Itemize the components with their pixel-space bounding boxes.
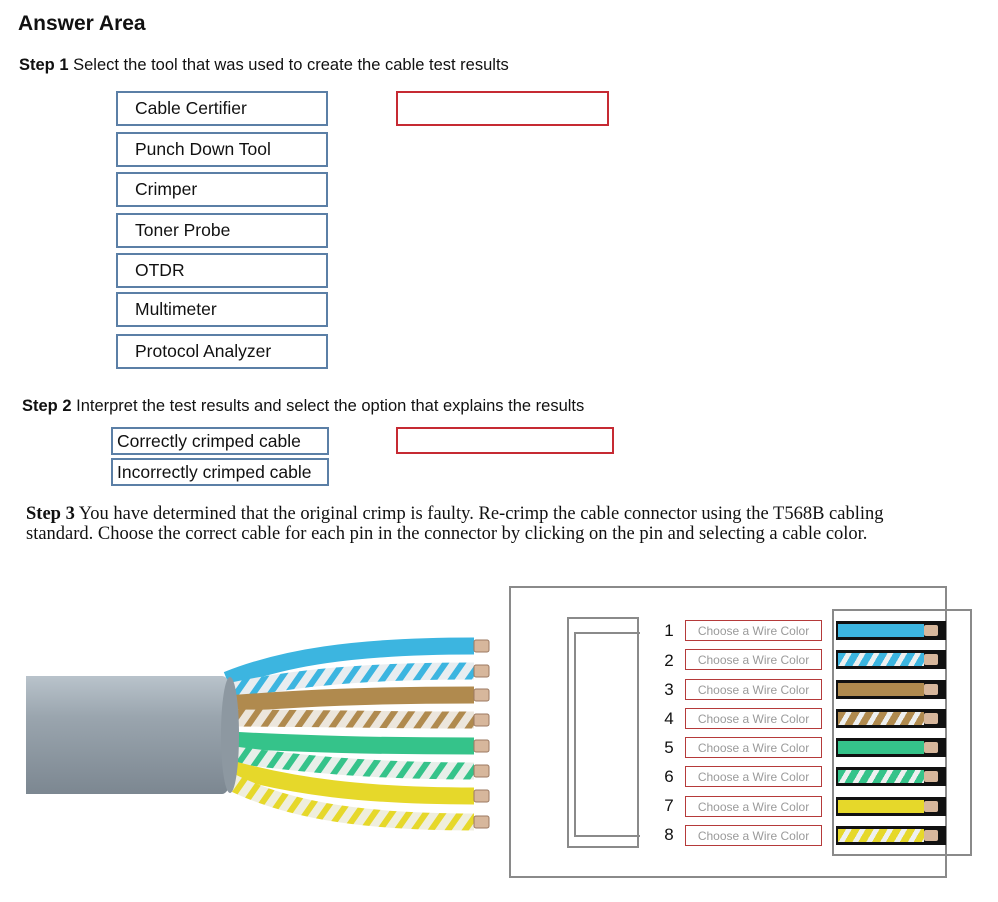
connector-clip-outer bbox=[567, 617, 639, 848]
connector-wire-8 bbox=[836, 826, 946, 845]
cable-wire-3 bbox=[226, 686, 475, 713]
option-otdr[interactable]: OTDR bbox=[116, 253, 328, 288]
pin-number-4: 4 bbox=[664, 709, 674, 728]
cable-wire-4 bbox=[226, 709, 475, 729]
option-multimeter[interactable]: Multimeter bbox=[116, 292, 328, 327]
step1-instruction: Step 1 Select the tool that was used to … bbox=[19, 56, 509, 75]
option-protocol-analyzer[interactable]: Protocol Analyzer bbox=[116, 334, 328, 369]
pin-number-6: 6 bbox=[664, 767, 674, 786]
option-incorrectly-crimped[interactable]: Incorrectly crimped cable bbox=[111, 458, 329, 486]
connector-wire-4 bbox=[836, 709, 946, 728]
step3-instruction: Step 3 You have determined that the orig… bbox=[26, 504, 916, 544]
step1-label: Step 1 bbox=[19, 56, 69, 74]
cable-jacket bbox=[26, 676, 236, 794]
option-cable-certifier[interactable]: Cable Certifier bbox=[116, 91, 328, 126]
pin-color-select-3[interactable]: Choose a Wire Color bbox=[685, 679, 822, 700]
step2-text: Interpret the test results and select th… bbox=[71, 397, 585, 415]
step3-text: You have determined that the original cr… bbox=[26, 504, 884, 544]
option-correctly-crimped[interactable]: Correctly crimped cable bbox=[111, 427, 329, 455]
pin-number-5: 5 bbox=[664, 738, 674, 757]
pin-number-7: 7 bbox=[664, 796, 674, 815]
connector-wire-6 bbox=[836, 767, 946, 786]
step2-label: Step 2 bbox=[22, 397, 72, 415]
pin-color-select-1[interactable]: Choose a Wire Color bbox=[685, 620, 822, 641]
pin-color-select-7[interactable]: Choose a Wire Color bbox=[685, 796, 822, 817]
pin-number-8: 8 bbox=[664, 825, 674, 844]
connector-wire-7 bbox=[836, 797, 946, 816]
cable-wire-2 bbox=[225, 662, 475, 701]
cable-wire-1 bbox=[223, 637, 475, 688]
pin-color-select-4[interactable]: Choose a Wire Color bbox=[685, 708, 822, 729]
pin-number-2: 2 bbox=[664, 651, 674, 670]
pin-color-select-5[interactable]: Choose a Wire Color bbox=[685, 737, 822, 758]
option-toner-probe[interactable]: Toner Probe bbox=[116, 213, 328, 248]
step2-answer-target[interactable] bbox=[396, 427, 614, 454]
connector-pin-housing bbox=[832, 609, 972, 856]
connector-clip-inner bbox=[574, 632, 640, 837]
option-punch-down-tool[interactable]: Punch Down Tool bbox=[116, 132, 328, 167]
connector-panel bbox=[509, 586, 947, 878]
pin-number-1: 1 bbox=[664, 621, 674, 640]
pin-color-select-6[interactable]: Choose a Wire Color bbox=[685, 766, 822, 787]
connector-wire-2 bbox=[836, 650, 946, 669]
cable-illustration bbox=[26, 637, 490, 831]
answer-area-title: Answer Area bbox=[18, 12, 146, 35]
pin-number-3: 3 bbox=[664, 680, 674, 699]
connector-wire-1 bbox=[836, 621, 946, 640]
cable-wire-8 bbox=[223, 772, 475, 831]
pin-color-select-2[interactable]: Choose a Wire Color bbox=[685, 649, 822, 670]
connector-wire-3 bbox=[836, 680, 946, 699]
cable-wire-7 bbox=[224, 759, 475, 805]
option-crimper[interactable]: Crimper bbox=[116, 172, 328, 207]
pin-color-select-8[interactable]: Choose a Wire Color bbox=[685, 825, 822, 846]
step1-text: Select the tool that was used to create … bbox=[68, 56, 509, 74]
step1-answer-target[interactable] bbox=[396, 91, 609, 126]
step2-instruction: Step 2 Interpret the test results and se… bbox=[22, 397, 584, 416]
step3-label: Step 3 bbox=[26, 504, 75, 524]
cable-wire-6 bbox=[225, 745, 475, 780]
connector-wire-5 bbox=[836, 738, 946, 757]
cable-wire-5 bbox=[226, 731, 475, 755]
